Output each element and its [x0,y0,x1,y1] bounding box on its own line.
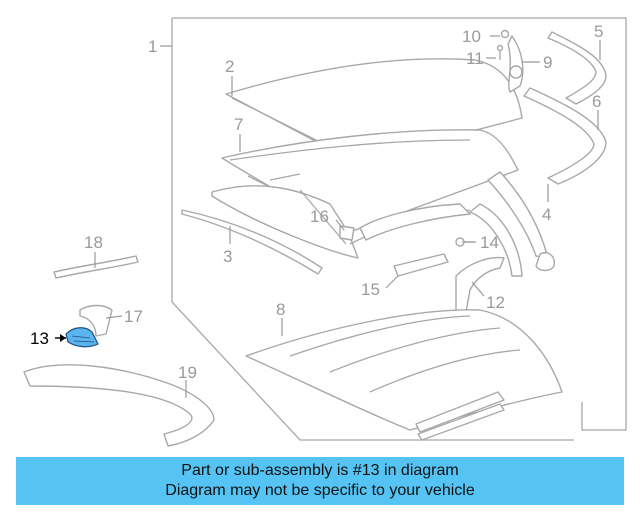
roof-frame [211,173,471,259]
callout-11: 11 [466,49,484,68]
part-3-front-rail [181,209,323,275]
part-5-weatherstrip [547,31,607,105]
part-10-screw [500,29,510,39]
callout-8: 8 [276,300,285,319]
callout-15: 15 [361,280,380,299]
part-12-hinge-bracket [455,256,505,313]
part-6-side-weatherstrip [523,87,607,185]
callout-3: 3 [223,247,232,266]
banner-line-2: Diagram may not be specific to your vehi… [165,482,475,499]
callout-13: 13 [30,329,49,348]
part-15-latch [393,253,449,277]
callout-12: 12 [486,293,505,312]
callout-5: 5 [594,22,603,41]
part-17-bracket [79,304,113,337]
assembly-outline [171,17,627,441]
part-13-highlighted [65,327,99,348]
callout-4: 4 [542,205,551,224]
callout-1: 1 [148,37,157,56]
part-18-trim-strip [53,255,139,279]
part-9-bracket [507,35,524,93]
callout-7: 7 [234,115,243,134]
callout-2: 2 [225,57,234,76]
banner-line-1: Part or sub-assembly is #13 in diagram [181,462,459,479]
part-4-side-frame [469,171,555,277]
callout-16: 16 [310,207,329,226]
callout-14: 14 [480,233,499,252]
part-11-screw [496,44,504,60]
part-19-wind-deflector [23,364,215,447]
callout-10: 10 [462,27,481,46]
callout-17: 17 [124,307,143,326]
callout-6: 6 [592,92,601,111]
callout-19: 19 [178,363,197,382]
callout-18: 18 [84,233,103,252]
parts-diagram: 1 2 7 3 4 5 6 8 9 10 11 12 14 15 16 17 1… [23,17,627,447]
callout-9: 9 [543,53,552,72]
info-banner: Part or sub-assembly is #13 in diagram D… [16,457,624,505]
leader-lines [55,35,601,398]
part-8-top-cover [245,309,563,441]
